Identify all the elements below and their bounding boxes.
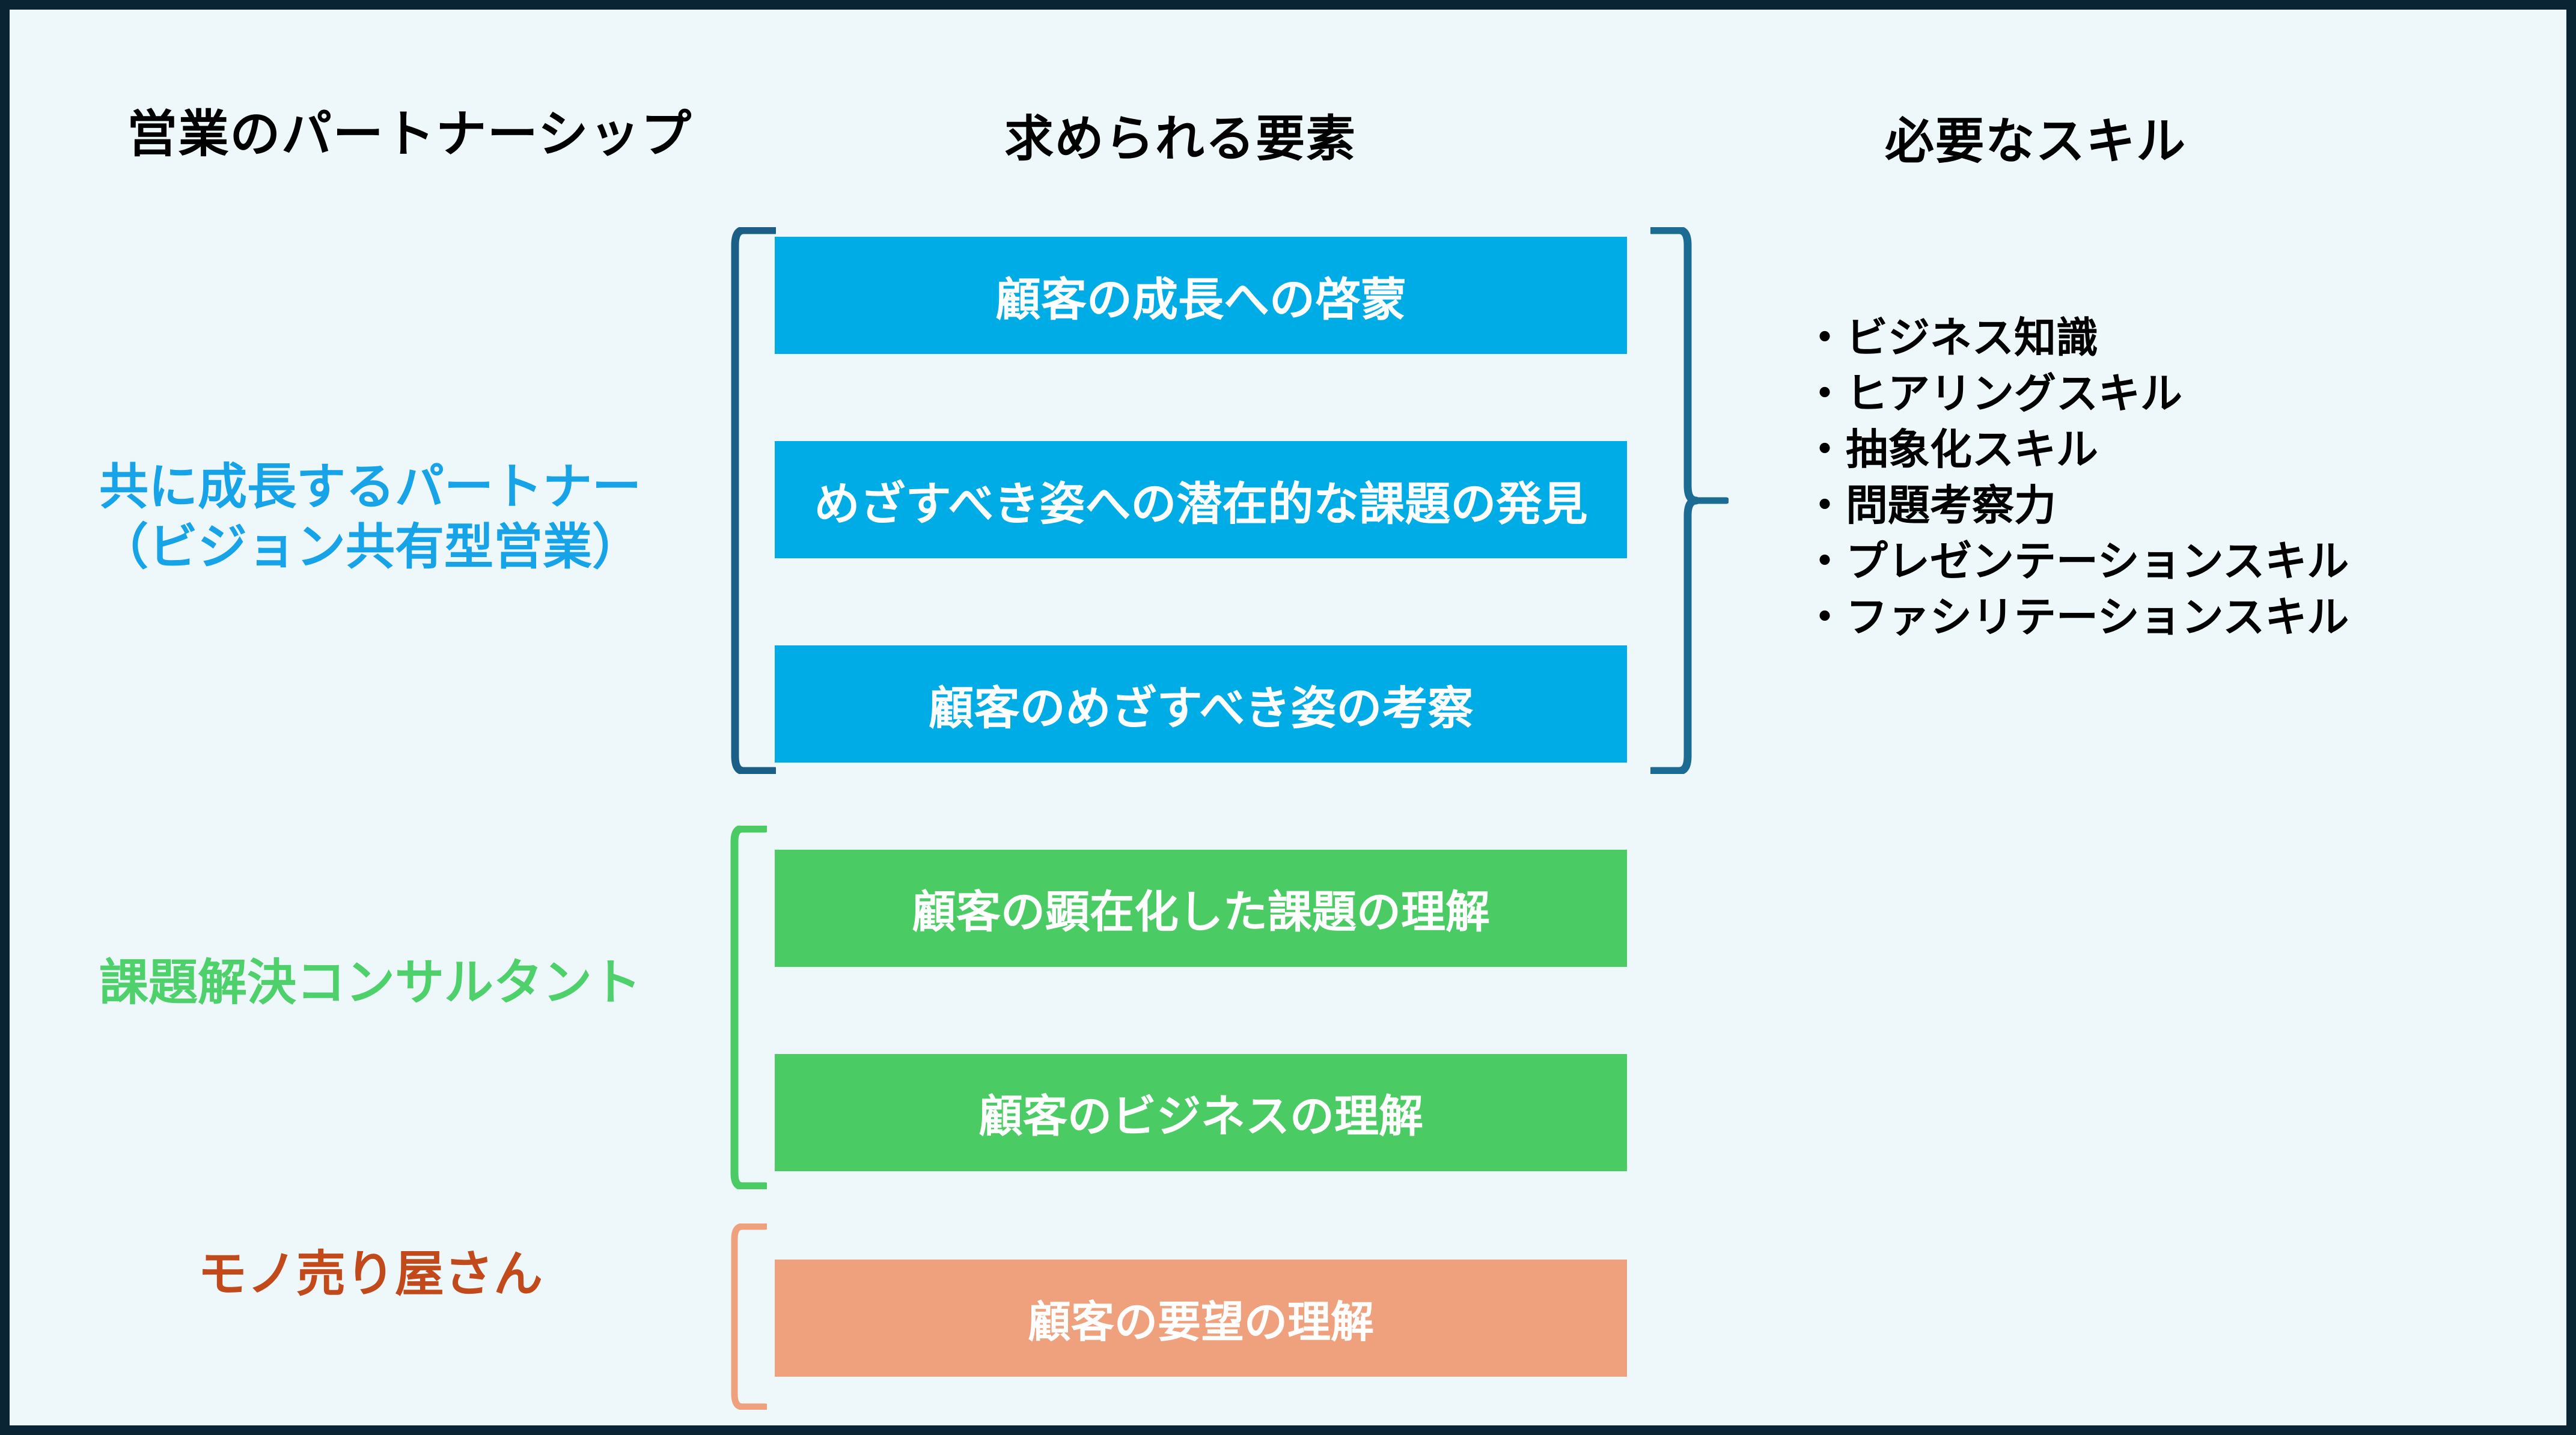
element-box-enlighten[interactable]: 顧客の成長への啓蒙 (775, 237, 1627, 354)
role-label-solution-consultant: 課題解決コンサルタント (99, 955, 641, 1010)
role-label-growth-partner: 共に成長するパートナー （ビジョン共有型営業） (46, 457, 695, 577)
element-box-business-understanding[interactable]: 顧客のビジネスの理解 (775, 1054, 1627, 1171)
slide-canvas: 営業のパートナーシップ 求められる要素 必要なスキル 共に成長するパートナー （… (10, 10, 2566, 1425)
bracket-right-blue-group (1647, 226, 1730, 775)
skill-item: ・ヒアリングスキル (1804, 370, 2182, 418)
skill-item: ・抽象化スキル (1804, 426, 2098, 474)
skill-item: ・プレゼンテーションスキル (1804, 538, 2349, 585)
skill-item: ・問題考察力 (1804, 482, 2056, 529)
element-box-explicit-issue-understanding[interactable]: 顧客の顕在化した課題の理解 (775, 850, 1627, 967)
skill-item: ・ファシリテーションスキル (1804, 594, 2349, 641)
element-box-latent-issue-discovery[interactable]: めざすべき姿への潜在的な課題の発見 (775, 441, 1627, 558)
bracket-left-blue-group (728, 226, 779, 775)
bracket-left-green-group (728, 824, 769, 1190)
role-label-line1: 共に成長するパートナー (99, 460, 641, 514)
column-header-partnership: 営業のパートナーシップ (127, 106, 692, 162)
skills-list: ・ビジネス知識 ・ヒアリングスキル ・抽象化スキル ・問題考察力 ・プレゼンテー… (1804, 310, 2543, 646)
column-header-skills: 必要なスキル (1885, 114, 2187, 169)
skill-item: ・ビジネス知識 (1804, 314, 2098, 361)
role-label-line2: （ビジョン共有型営業） (99, 520, 641, 575)
element-box-needs-understanding[interactable]: 顧客の要望の理解 (775, 1260, 1627, 1377)
element-box-vision-consideration[interactable]: 顧客のめざすべき姿の考察 (775, 645, 1627, 763)
role-label-product-seller: モノ売り屋さん (197, 1247, 543, 1302)
bracket-left-orange-group (728, 1223, 769, 1410)
column-header-elements: 求められる要素 (1004, 112, 1357, 166)
